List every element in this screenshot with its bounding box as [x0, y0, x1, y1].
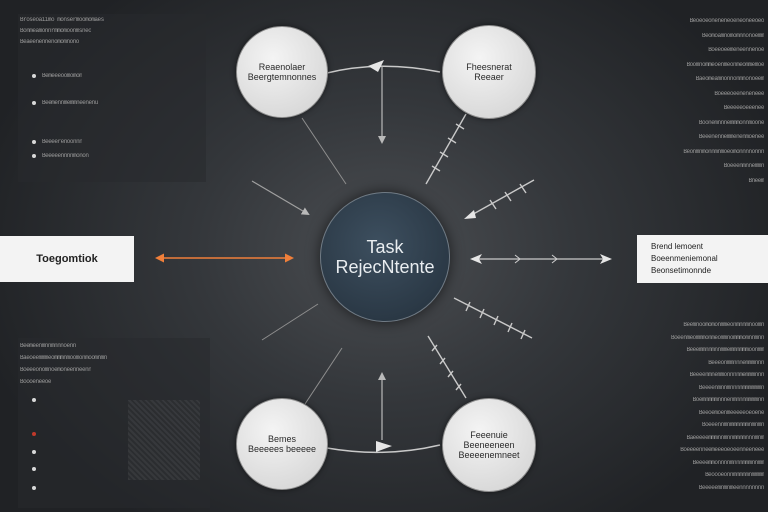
top-right-note-line: Beomoamnomomnnonoemm: [701, 32, 764, 39]
node-bottom-right: Feeenuie Beeneeneen Beeeenemneet: [442, 398, 536, 492]
center-subtitle: RejecNtente: [335, 257, 435, 277]
bottom-right-note-line: Boeeennmnmmmnmmnmnmn: [701, 422, 764, 428]
top-right-note-line: Beeeeeoeeenee: [723, 105, 764, 111]
bottom-left-bullet: [32, 398, 36, 402]
bottom-arc-arrowhead: [376, 441, 392, 452]
top-right-note-line: Beoeoeoneneneoeneoneeoeo: [689, 18, 764, 24]
top-left-header-line: Broseoaiimo monsermoomomaes: [20, 17, 104, 23]
node-bottom-left-line-1: Bemes: [267, 434, 296, 444]
bottom-right-note-line: Beeeemmonnnnmnnnmmmnnmm: [692, 459, 764, 466]
top-left-diagonal: [301, 117, 347, 185]
top-left-bullet-text: Beeeeennnnmonon: [42, 153, 89, 159]
left-label-box: Toegomtiok: [0, 236, 134, 282]
node-top-right-line-2: Reeaer: [474, 72, 504, 82]
node-bottom-right-line-3: Beeeenemneet: [458, 450, 520, 460]
top-left-bullet: [32, 140, 36, 144]
bottom-right-note-line: Baeeeeemmmnnmnnmmnmnnnmnm: [686, 434, 764, 441]
bottom-left-texture: [128, 400, 200, 480]
top-left-bullet: [32, 74, 36, 78]
bottom-right-note-line: Beoooeonnmnmnmnmmmm: [705, 472, 764, 478]
node-top-right: Fheesnerat Reeaer: [442, 25, 536, 119]
top-right-note-line: Boonemnnnemmmonnmoone: [698, 119, 764, 126]
top-left-bullet-text: Bemeeeoomomom: [42, 73, 83, 79]
top-left-bullet: [32, 101, 36, 105]
node-top-left-line-2: Beergtemnonnes: [247, 72, 317, 82]
node-bottom-right-line-2: Beeneeneen: [463, 440, 515, 450]
top-left-bullet: [32, 154, 36, 158]
top-right-note-line: Beeenennemmenenmoenee: [698, 134, 764, 140]
bottom-left-bullet: [32, 467, 36, 471]
feathered-arrow-right-lower: [453, 297, 533, 340]
bottom-left-bullet: [32, 432, 36, 436]
bottom-left-bullet: [32, 486, 36, 490]
feathered-arrow-lower-right: [427, 335, 467, 399]
bottom-left-header-line: Boooeneeoe: [20, 379, 52, 385]
bottom-left-header-line: Boeeeonomnoemoneenneenn: [20, 367, 92, 373]
top-right-note-line: Boeeenmnnemmn: [723, 163, 764, 169]
top-arc-arrowhead: [368, 60, 384, 72]
right-arrow-tick-1: [514, 254, 521, 264]
bottom-right-note-line: Beemnoomomonmmeonmnnmnoomn: [683, 322, 764, 328]
top-right-note-line: Boomnommeoenmeonmeommemoe: [686, 61, 764, 68]
right-label-line-1: Brend lemoent: [651, 242, 704, 251]
center-title: Task: [366, 237, 404, 257]
right-arrow-start: [470, 254, 482, 264]
top-left-header-line: Beaeenennenomomnono: [20, 39, 79, 45]
right-label-line-3: Beonsetimonnde: [651, 266, 712, 275]
node-top-left: Reaenolaer Beergtemnonnes: [236, 26, 328, 118]
right-label-box: Brend lemoent Boeenmeniemonal Beonsetimo…: [637, 235, 768, 283]
right-arrow-tick-2: [551, 254, 558, 264]
bottom-right-note-line: Boemnmmmnnnenmnnnmmmmnn: [692, 397, 764, 403]
right-label-line-2: Boeenmeniemonal: [651, 254, 718, 263]
top-right-note-line: Bneem: [748, 177, 764, 184]
bottom-arc-connector: [326, 444, 441, 454]
top-left-bullet-text: Beemennmemmneenenu: [42, 100, 98, 106]
top-right-note-line: Beonmnmonnmnmoeomonnnnonnn: [683, 148, 764, 155]
top-right-note-line: Boeeeoeeneneneee: [714, 90, 764, 97]
bottom-right-note-line: Beeeonmmnnnemmmnnn: [708, 359, 764, 366]
node-top-right-line-1: Fheesnerat: [466, 62, 512, 72]
bottom-right-note-line: Beeoemoenmeeeeeoeoene: [698, 409, 764, 416]
feathered-arrow-right-upper: [467, 179, 535, 218]
bottom-left-header-line: Beemeenmnnmnnnoenn: [20, 343, 76, 349]
bottom-right-note-line: Beeeenmnemmonnnnmemmmnnn: [689, 372, 764, 378]
bottom-right-note-line: Boeeeenneemeeeoeoeenneeneee: [680, 447, 764, 453]
left-lower-line: [261, 303, 319, 341]
top-left-bullet-text: Beeeerenoonnn: [42, 139, 83, 145]
bottom-right-note-line: Beeeenmnnmnnnnmmmmmmn: [698, 384, 764, 391]
left-label-text: Toegomtiok: [36, 253, 98, 265]
bottom-right-note-line: Boeenmeommmonmeommnommmomnnmnn: [670, 334, 764, 341]
top-right-note-line: Baeomeamnonnonmnonoeem: [695, 76, 764, 82]
bottom-left-bullet: [32, 450, 36, 454]
bottom-right-note-line: Beeeeemnmnmeennnnnnnn: [698, 484, 764, 491]
top-right-note-line: Boeeoeemeneennenoe: [708, 47, 764, 53]
center-node: Task RejecNtente: [320, 192, 450, 322]
node-bottom-right-line-1: Feeenuie: [470, 430, 508, 440]
bottom-left-header-line: Baeoeemmmeommmnmoomonmoomnmn: [20, 355, 107, 361]
node-bottom-left: Bemes Beeeees beeeee: [236, 398, 328, 490]
bottom-right-note-line: Beeemmnnmnnmmemmnmmmoonmm: [686, 347, 764, 353]
feathered-arrow-upper-right: [425, 113, 467, 185]
top-arc-connector: [326, 65, 441, 74]
node-top-left-line-1: Reaenolaer: [258, 62, 306, 72]
left-upper-arrow: [251, 180, 310, 216]
bottom-left-diagonal: [304, 347, 343, 405]
node-bottom-left-line-2: Beeeees beeeee: [247, 444, 317, 454]
top-left-panel: [18, 14, 206, 182]
top-left-header-line: Bonmeamonnrmmomoonmsneo: [20, 28, 92, 34]
